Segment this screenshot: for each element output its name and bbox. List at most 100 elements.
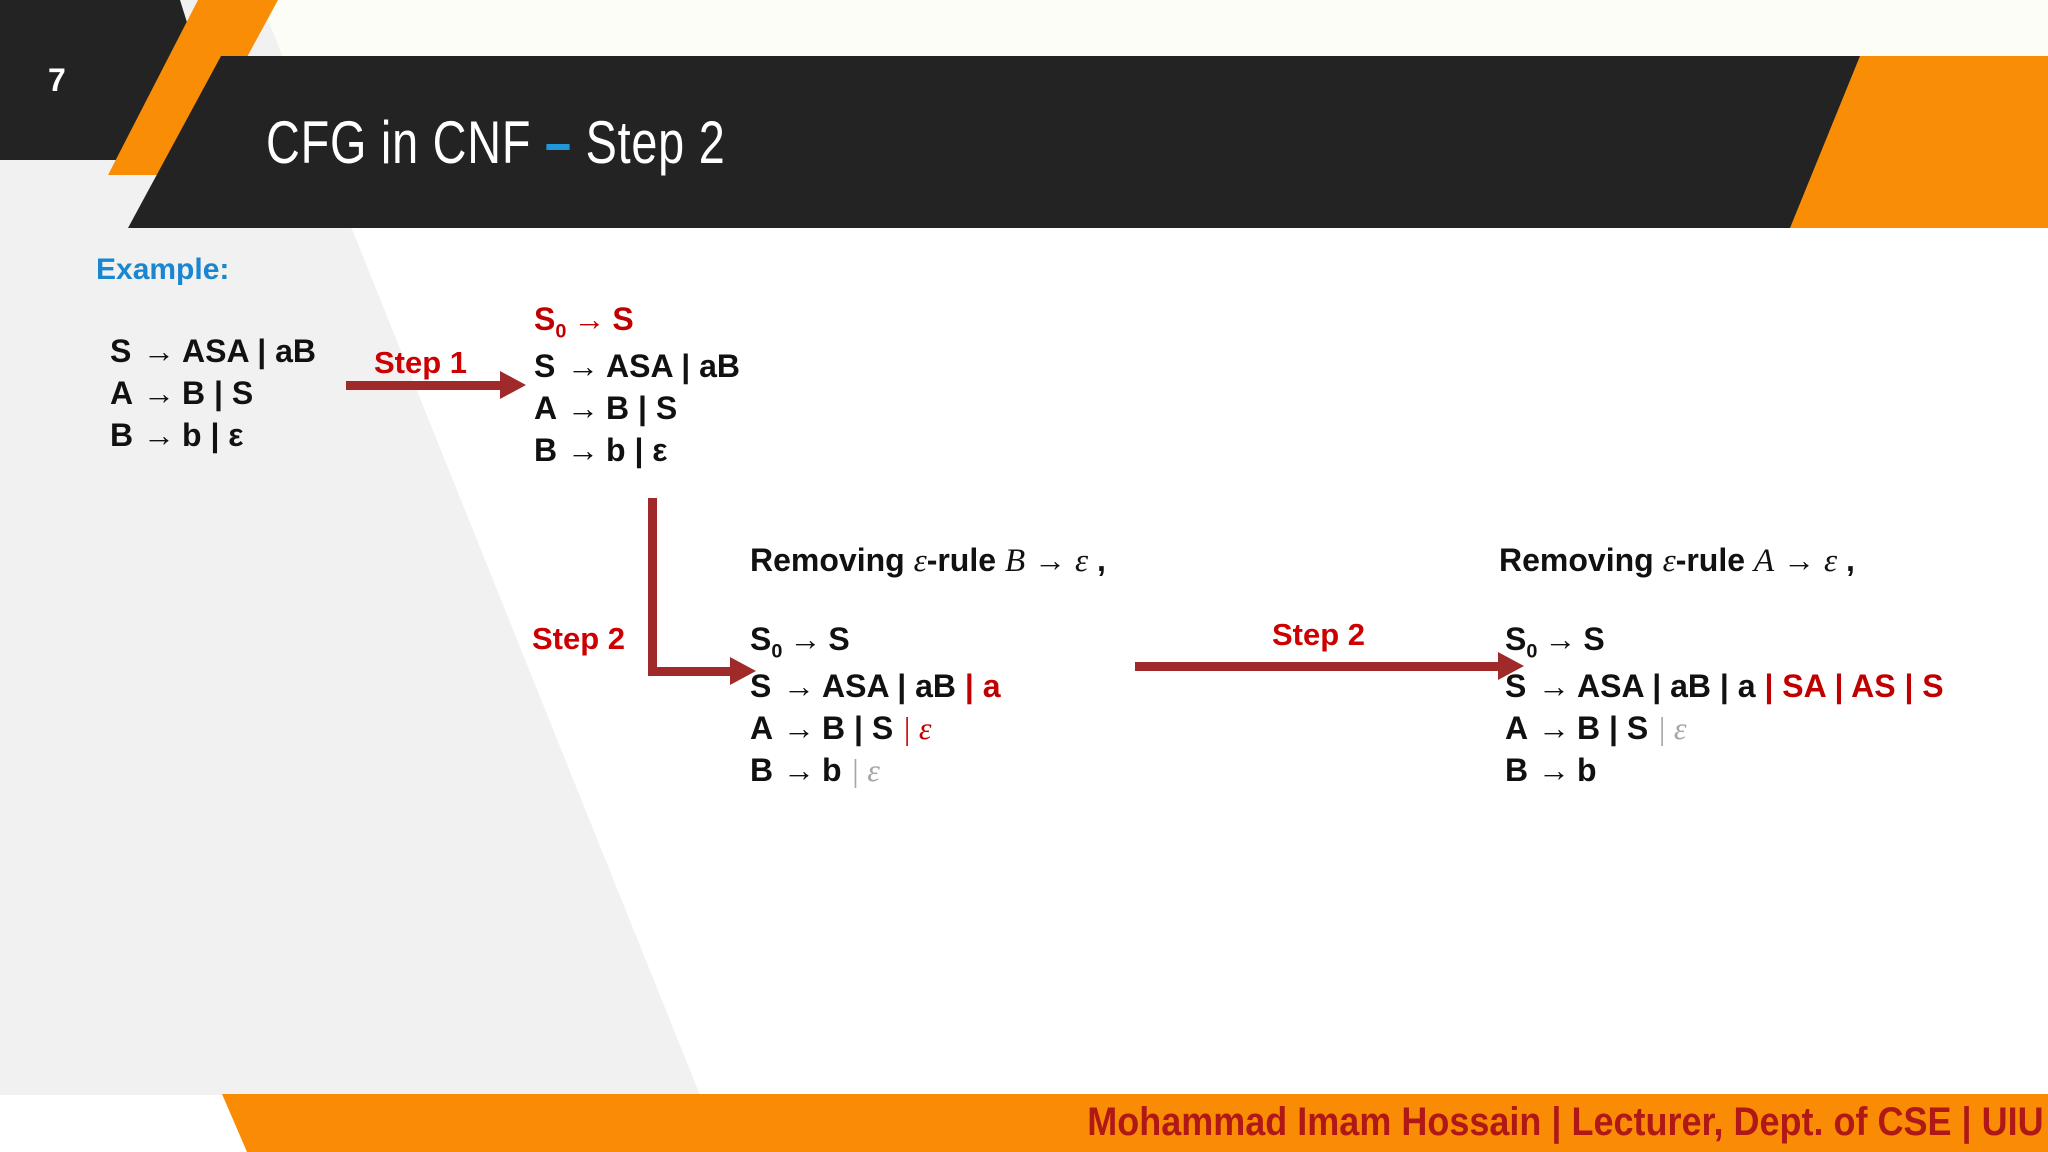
rule-arrow: → <box>783 667 815 704</box>
rule-arrow: → <box>1538 667 1570 704</box>
rule-arrow: → <box>567 347 599 384</box>
grammar-line: S →ASA | aB | a | SA | AS | S <box>1505 665 1944 707</box>
rule-lhs-subscript: 0 <box>771 640 783 663</box>
rule-rhs: b <box>1577 752 1597 789</box>
rule-arrow: → <box>1538 709 1570 746</box>
heading-comma: , <box>1837 542 1855 578</box>
removing-prefix: Removing <box>1499 542 1663 578</box>
removing-prefix: Removing <box>750 542 914 578</box>
rule-lhs: A <box>1505 709 1529 746</box>
rule-arrow: → <box>573 301 606 337</box>
rule-lhs: S <box>110 333 132 369</box>
grammar-line: S →ASA | aB <box>110 330 316 372</box>
rule-lhs-subscript: 0 <box>1526 640 1538 663</box>
grammar-line: A→B | S <box>110 372 316 414</box>
heading-comma: , <box>1088 542 1106 578</box>
rule-rhs: ASA | aB | a <box>1577 667 1756 704</box>
epsilon-symbol: ε <box>1662 542 1676 579</box>
grammar-line: S0→S <box>750 618 1001 665</box>
rule-rhs: ASA | aB <box>606 347 741 384</box>
title-dash: – <box>544 109 572 176</box>
rule-lhs: B <box>110 417 134 454</box>
page-title: CFG in CNF – Step 2 <box>266 108 726 177</box>
step2a-arrow-head <box>730 657 756 685</box>
footer-orange-bar <box>222 1094 2048 1152</box>
rule-arrow: → <box>567 432 599 469</box>
rule-arrow: → <box>783 709 815 746</box>
rule-lhs: S <box>750 667 772 704</box>
rule-arrow: → <box>1544 621 1577 657</box>
rule-arrow: → <box>1538 752 1570 789</box>
grammar-line: S0→S <box>1505 618 1944 665</box>
grammar-line: B→b <box>1505 749 1944 791</box>
nonterminal-symbol: A <box>1753 542 1775 579</box>
grammar-line: S →ASA | aB <box>534 345 740 387</box>
rule-rhs: B | S <box>606 389 678 426</box>
grammar-line: B→b | ε <box>110 414 316 456</box>
rule-rhs: S <box>828 621 850 657</box>
nonterminal-symbol: B <box>1004 542 1026 579</box>
grammar-line: B→b | ε <box>750 749 1001 791</box>
rule-rhs-removed: | ε <box>850 752 880 789</box>
heading-arrow: → <box>1774 542 1825 578</box>
rule-rhs: ASA | aB <box>182 333 317 369</box>
rule-lhs-subscript: 0 <box>555 320 567 343</box>
step1-arrow-head <box>500 371 526 399</box>
rule-rhs: b | ε <box>606 432 668 469</box>
epsilon-symbol: ε <box>1824 542 1838 579</box>
rule-lhs: A <box>750 709 774 746</box>
slide-number: 7 <box>48 62 67 98</box>
rule-lhs: A <box>110 375 134 412</box>
rule-rhs: S <box>1583 621 1605 657</box>
step2-remove-b-grammar-block: S0→S S→ASA | aB | a A→B | S | ε B→b | ε <box>750 618 1001 791</box>
rule-lhs: S0 <box>1505 621 1538 663</box>
footer-credit: Mohammad Imam Hossain | Lecturer, Dept. … <box>1087 1100 2044 1144</box>
rule-rhs: B | S <box>182 375 254 412</box>
rule-rhs-added: | a <box>964 667 1001 704</box>
rule-rhs-added: | SA | AS | S <box>1764 667 1944 704</box>
rule-word: -rule <box>1675 542 1754 578</box>
grammar-line: S→ASA | aB | a <box>750 665 1001 707</box>
removing-epsilon-rule-a-heading: Removing ε-rule A → ε , <box>1499 542 1855 580</box>
removing-epsilon-rule-b-heading: Removing ε-rule B → ε , <box>750 542 1106 580</box>
rule-rhs-added: | ε <box>902 709 932 746</box>
rule-arrow: → <box>783 752 815 789</box>
heading-arrow: → <box>1025 542 1076 578</box>
step2b-label: Step 2 <box>1272 617 1366 652</box>
step2b-arrow-head <box>1498 652 1524 680</box>
title-rest: Step 2 <box>571 109 726 176</box>
rule-rhs: B | S <box>822 709 894 746</box>
epsilon-symbol: ε <box>1075 542 1089 579</box>
rule-rhs: S <box>612 301 634 337</box>
step1-grammar-block: S0→S S→ASA | aB A→B | S B→b | ε <box>534 298 740 471</box>
rule-arrow: → <box>143 417 175 454</box>
step1-arrow-shaft <box>346 381 506 390</box>
rule-arrow: → <box>143 333 175 369</box>
rule-word: -rule <box>926 542 1005 578</box>
rule-arrow: → <box>143 375 175 412</box>
rule-lhs: S <box>1505 667 1527 704</box>
grammar-line: A→B | S <box>534 387 740 429</box>
rule-lhs: S0 <box>750 621 783 663</box>
rule-lhs: A <box>534 389 558 426</box>
step2a-arrow-shaft <box>648 667 736 676</box>
rule-arrow: → <box>567 389 599 426</box>
rule-lhs: B <box>534 432 558 469</box>
grammar-line: B→b | ε <box>534 429 740 471</box>
rule-rhs: B | S <box>1577 709 1649 746</box>
title-main: CFG in CNF <box>266 109 545 176</box>
rule-lhs: S0 <box>534 301 567 343</box>
rule-lhs: S <box>534 347 556 384</box>
example-label: Example: <box>96 253 230 286</box>
rule-lhs: B <box>750 752 774 789</box>
header-dark-band <box>128 56 2048 228</box>
grammar-line: A→B | S | ε <box>750 707 1001 749</box>
step2-remove-a-grammar-block: S0→S S→ASA | aB | a | SA | AS | S A→B | … <box>1505 618 1944 791</box>
epsilon-symbol: ε <box>913 542 927 579</box>
step2b-arrow-shaft <box>1135 662 1505 671</box>
step2a-arrow-vertical <box>648 498 657 676</box>
rule-arrow: → <box>789 621 822 657</box>
original-grammar-block: S→ASA | aB A→B | S B→b | ε <box>110 330 316 457</box>
